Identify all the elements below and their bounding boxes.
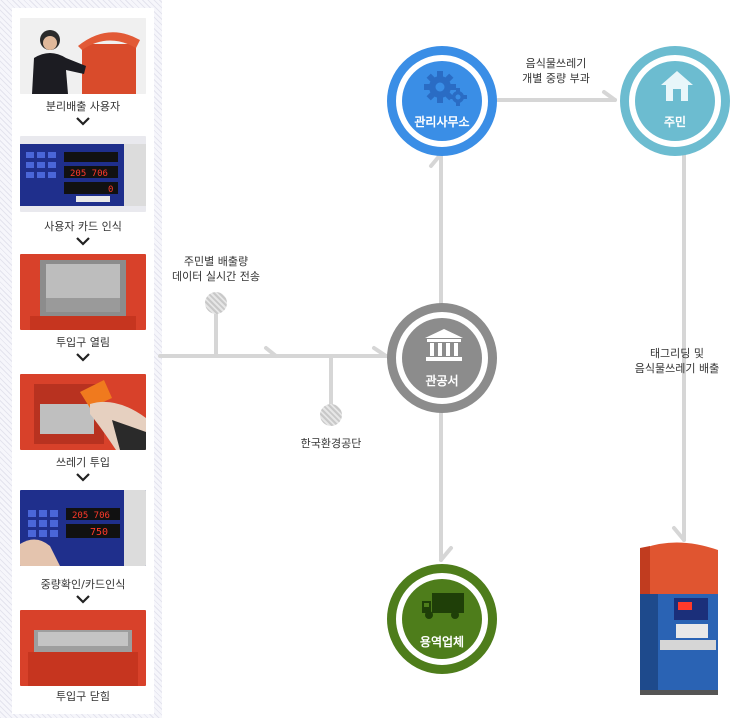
- government-label: 관공서: [425, 374, 459, 388]
- billing-note: 음식물쓰레기 개별 중량 부과: [510, 56, 602, 86]
- endpoint-dot: [320, 404, 342, 426]
- svg-text:0: 0: [108, 185, 113, 195]
- contractor-node[interactable]: 용역업체: [387, 564, 497, 674]
- step-label: 분리배출 사용자: [45, 100, 121, 113]
- realtime-note: 주민별 배출량 데이터 실시간 전송: [166, 254, 266, 284]
- home-icon: [661, 71, 693, 101]
- step-label: 쓰레기 투입: [55, 456, 111, 469]
- chevron-down-icon: [76, 473, 90, 482]
- contractor-label: 용역업체: [419, 635, 465, 649]
- svg-text:750: 750: [90, 527, 108, 538]
- svg-text:205 706: 205 706: [70, 169, 108, 179]
- contractor-node-fill: [402, 579, 482, 659]
- realtime-note-line: 데이터 실시간 전송: [172, 270, 260, 283]
- tagging-note-line: 음식물쓰레기 배출: [634, 362, 720, 375]
- open-lid-photo: [20, 254, 146, 330]
- step-label: 사용자 카드 인식: [44, 220, 122, 233]
- chevron-down-icon: [76, 353, 90, 362]
- process-panel: 분리배출 사용자 205 706 0 사용자 카드 인식: [12, 8, 154, 714]
- government-building-icon: [425, 329, 463, 361]
- billing-note-line: 음식물쓰레기: [525, 57, 587, 70]
- step-label: 투입구 닫힘: [55, 690, 111, 703]
- chevron-down-icon: [76, 595, 90, 604]
- user-photo: [20, 18, 146, 94]
- step-label: 중량확인/카드인식: [40, 578, 126, 591]
- step-label: 투입구 열림: [55, 336, 111, 349]
- office-label: 관리사무소: [414, 115, 470, 129]
- disposal-photo: [20, 374, 146, 450]
- chevron-down-icon: [76, 117, 90, 126]
- office-node[interactable]: 관리사무소: [387, 46, 497, 156]
- billing-note-line: 개별 중량 부과: [522, 72, 590, 85]
- government-node[interactable]: 관공서: [387, 303, 497, 413]
- tagging-note-line: 태그리딩 및: [649, 347, 705, 360]
- tagging-note: 태그리딩 및 음식물쓰레기 배출: [612, 346, 731, 376]
- resident-node[interactable]: 주민: [620, 46, 730, 156]
- svg-text:205 706: 205 706: [72, 511, 110, 521]
- endpoint-dot: [205, 292, 227, 314]
- waste-bin-machine: [640, 542, 718, 695]
- realtime-note-line: 주민별 배출량: [183, 255, 249, 268]
- keco-note: 한국환경공단: [300, 437, 362, 450]
- weight-display-photo: 205 706 750: [20, 490, 146, 566]
- chevron-down-icon: [76, 237, 90, 246]
- gear-icon: [424, 71, 467, 106]
- closed-lid-photo: [20, 610, 146, 686]
- resident-label: 주민: [663, 115, 687, 129]
- truck-icon: [422, 593, 464, 619]
- card-reader-photo: 205 706 0: [20, 136, 146, 212]
